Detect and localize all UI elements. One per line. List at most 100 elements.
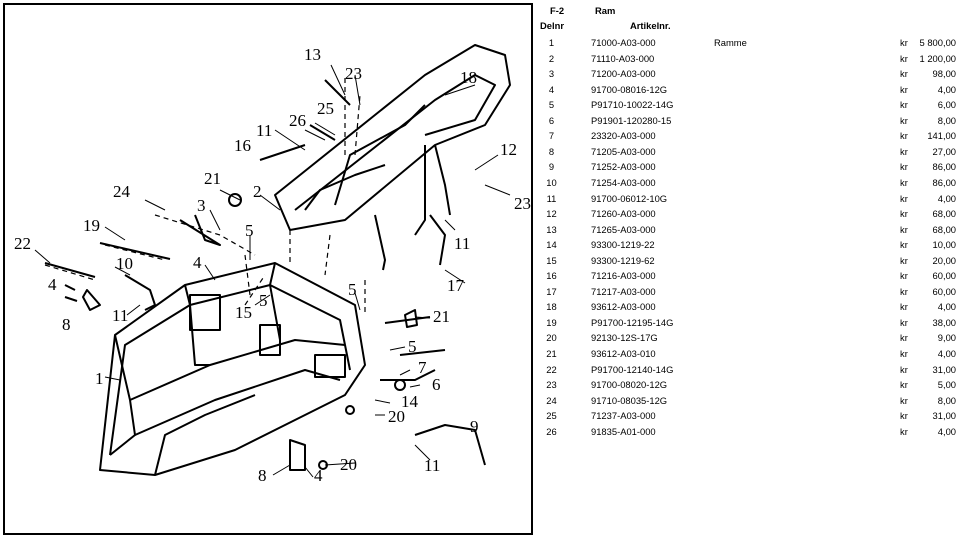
price: 68,00 [932, 208, 956, 220]
price: 60,00 [932, 270, 956, 282]
part-number: 16 [546, 270, 557, 282]
part-number: 8 [548, 145, 555, 157]
callout: 5 [245, 221, 254, 240]
article-number: 23320-A03-000 [591, 130, 656, 142]
callout: 11 [256, 121, 273, 140]
price: 5 800,00 [919, 37, 957, 48]
callout: 6 [432, 375, 441, 394]
column-header-artikelnr: Artikelnr. [630, 20, 671, 31]
currency: kr [900, 285, 908, 297]
callout: 19 [83, 216, 100, 235]
price: 86,00 [932, 161, 956, 173]
article-number: 71200-A03-000 [591, 68, 656, 80]
price: 141,00 [927, 130, 956, 142]
price: 6,00 [937, 99, 956, 111]
article-number: P91901-120280-15 [591, 114, 672, 126]
part-number: 9 [548, 161, 555, 173]
currency: kr [900, 114, 908, 126]
section-code: F-2 [550, 5, 565, 16]
currency: kr [900, 192, 908, 204]
callout: 23 [345, 64, 362, 83]
article-number: 93300-1219-62 [591, 254, 655, 266]
article-number: 93612-A03-010 [591, 348, 656, 359]
part-number: 26 [546, 425, 557, 437]
currency: kr [900, 348, 908, 359]
part-number: 13 [546, 223, 557, 235]
callout: 22 [14, 234, 31, 253]
callout: 8 [258, 466, 267, 485]
article-number: 71000-A03-000 [591, 37, 656, 48]
price: 4,00 [937, 301, 956, 313]
part-number: 10 [546, 176, 557, 188]
callout: 25 [317, 99, 334, 118]
article-number: 71216-A03-000 [591, 270, 656, 282]
price: 8,00 [937, 394, 956, 406]
price: 27,00 [932, 145, 956, 157]
price: 31,00 [932, 410, 956, 422]
currency: kr [900, 425, 908, 437]
part-number: 17 [546, 285, 557, 297]
article-number: 71110-A03-000 [591, 52, 655, 64]
currency: kr [900, 161, 908, 173]
part-number: 25 [546, 410, 557, 422]
currency: kr [900, 68, 908, 80]
price: 10,00 [932, 239, 956, 251]
article-number: 91700-08016-12G [591, 83, 668, 95]
callout: 9 [470, 417, 479, 436]
part-number: 22 [546, 363, 557, 375]
part-number: 20 [546, 332, 557, 344]
article-number: 71260-A03-000 [591, 208, 656, 220]
currency: kr [900, 332, 908, 344]
callout: 4 [48, 275, 57, 294]
callout: 21 [204, 169, 221, 188]
part-number: 2 [548, 52, 555, 64]
article-number: 93300-1219-22 [591, 239, 655, 251]
currency: kr [900, 239, 908, 251]
callout: 23 [514, 194, 531, 213]
part-number: 11 [546, 192, 557, 204]
article-number: 93612-A03-000 [591, 301, 656, 313]
price: 5,00 [937, 379, 956, 391]
currency: kr [900, 316, 908, 328]
price: 98,00 [932, 68, 956, 80]
currency: kr [900, 145, 908, 157]
callout: 5 [348, 280, 357, 299]
currency: kr [900, 394, 908, 406]
callout: 18 [460, 68, 477, 87]
callout: 11 [112, 306, 129, 325]
callout: 13 [304, 45, 321, 64]
article-number: 71237-A03-000 [591, 410, 656, 422]
article-number: 71217-A03-000 [591, 285, 656, 297]
price: 86,00 [932, 176, 956, 188]
part-number: 1 [548, 37, 555, 48]
currency: kr [900, 52, 908, 64]
price: 9,00 [937, 332, 956, 344]
part-number: 24 [546, 394, 557, 406]
price: 20,00 [932, 254, 956, 266]
price: 1 200,00 [919, 52, 957, 64]
part-number: 23 [546, 379, 557, 391]
callout: 14 [401, 392, 418, 411]
callout: 10 [116, 254, 133, 273]
article-number: 91700-06012-10G [591, 192, 668, 204]
part-description: Ramme [714, 37, 747, 48]
currency: kr [900, 363, 908, 375]
